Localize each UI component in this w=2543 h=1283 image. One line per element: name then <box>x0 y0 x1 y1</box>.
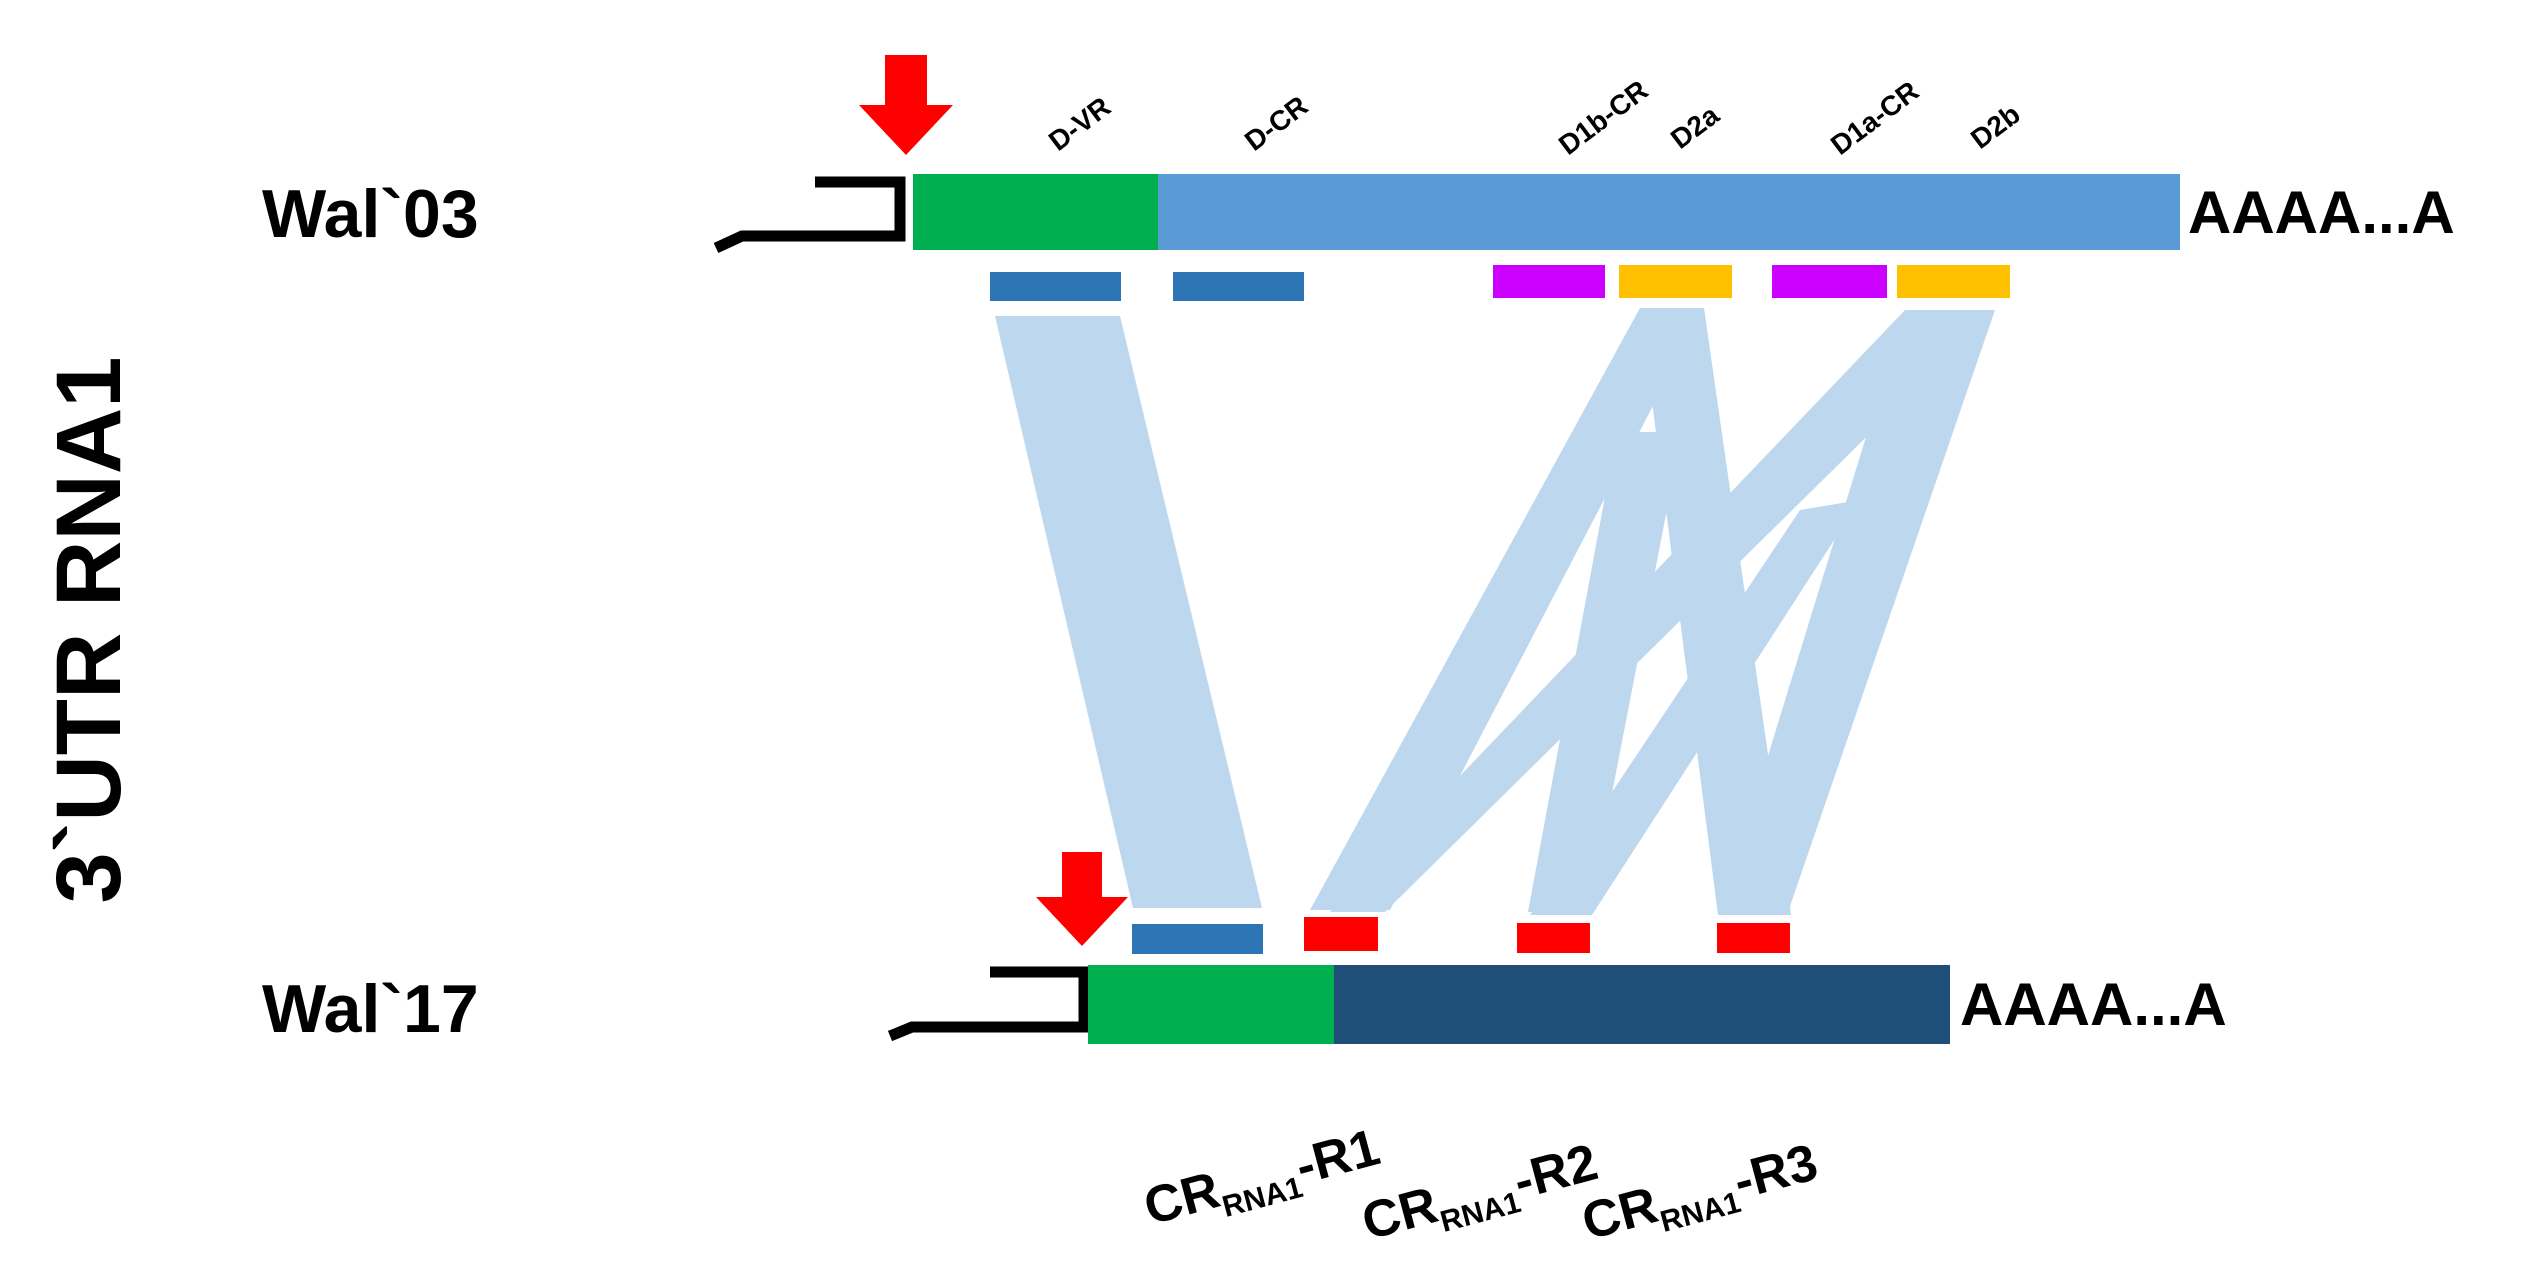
band-dvr-to-blue <box>995 316 1262 908</box>
cr-label-r2: CRRNA1-R2 <box>1356 1133 1605 1258</box>
wal03-polya: AAAA...A <box>2188 179 2455 246</box>
down-arrow-icon <box>1036 852 1128 946</box>
region-label-d2a: D2a <box>1665 99 1725 155</box>
wal17-green-segment <box>1088 965 1334 1044</box>
down-arrow-icon <box>859 55 953 155</box>
text-labels: 3`UTR RNA1 Wal`03 AAAA...A Wal`17 AAAA..… <box>38 74 2455 1258</box>
marker-cr-r2 <box>1517 923 1590 953</box>
marker-d2b <box>1897 265 2010 298</box>
region-label-d-vr: D-VR <box>1043 91 1116 157</box>
band-d2b-to-r3 <box>1720 310 1995 912</box>
start-bracket-icon <box>887 966 1090 1042</box>
start-bracket-icon <box>713 176 906 253</box>
band-d1b-to-r2 <box>1528 432 1682 912</box>
marker-d-vr <box>990 272 1121 301</box>
wal03-blue-segment <box>1158 174 2180 250</box>
wal03-region-markers <box>990 265 2010 301</box>
region-label-d1b-cr: D1b-CR <box>1553 74 1654 161</box>
region-label-d2b: D2b <box>1965 98 2026 155</box>
band-d2a-to-r3 <box>1640 308 1791 915</box>
correspondence-bands <box>995 308 1995 915</box>
wal17-polya: AAAA...A <box>1960 971 2227 1038</box>
cr-label-r3: CRRNA1-R3 <box>1576 1133 1825 1258</box>
marker-d2a <box>1619 265 1732 298</box>
region-label-d1a-cr: D1a-CR <box>1825 75 1924 161</box>
marker-d-cr <box>1173 272 1304 301</box>
band-d1a-to-r2 <box>1530 500 1860 915</box>
marker-d1b-cr <box>1493 265 1605 298</box>
region-label-d-cr: D-CR <box>1239 90 1314 157</box>
wal17-navy-segment <box>1334 965 1950 1044</box>
side-title: 3`UTR RNA1 <box>38 357 140 904</box>
wal03-green-segment <box>913 174 1158 250</box>
marker-wal17-blue <box>1132 924 1263 954</box>
marker-cr-r1 <box>1304 917 1378 951</box>
marker-cr-r3 <box>1717 923 1790 953</box>
wal03-name: Wal`03 <box>262 176 479 252</box>
wal17-genome <box>887 852 1950 1044</box>
marker-d1a-cr <box>1772 265 1887 298</box>
wal03-genome <box>713 55 2180 253</box>
wal17-name: Wal`17 <box>262 971 479 1047</box>
band-d2a-to-r1 <box>1310 308 1704 910</box>
cr-label-r1: CRRNA1-R1 <box>1138 1118 1387 1243</box>
wal17-region-markers <box>1132 917 1790 954</box>
band-d2b-to-r1 <box>1330 310 1995 912</box>
